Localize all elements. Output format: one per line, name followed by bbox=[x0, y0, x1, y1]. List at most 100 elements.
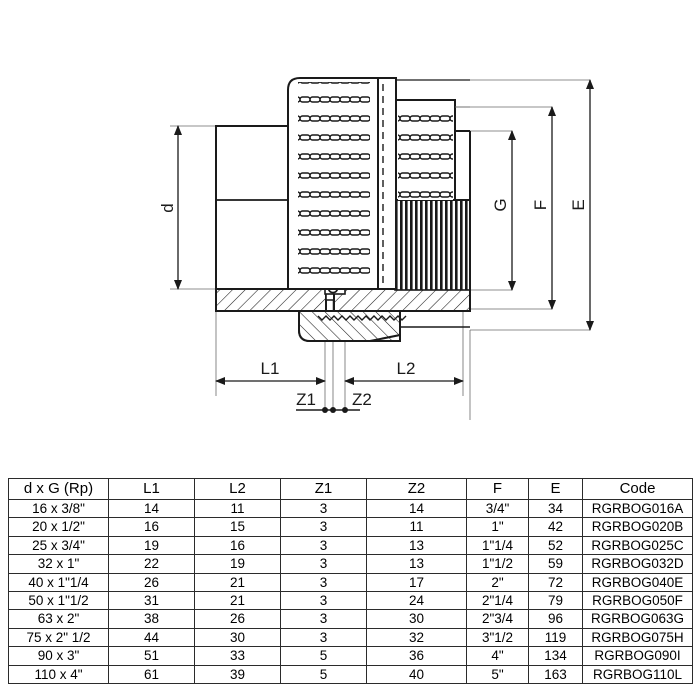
cell-dxg: 32 x 1" bbox=[8, 554, 109, 574]
dimension-label-d: d bbox=[158, 203, 177, 212]
cell-z1: 3 bbox=[280, 535, 367, 556]
cell-e: 79 bbox=[528, 591, 583, 611]
table-row: 25 x 3/4" 19 16 3 13 1"1/4 52 RGRBOG025C bbox=[8, 535, 693, 556]
table-row: 32 x 1" 22 19 3 13 1"1/2 59 RGRBOG032D bbox=[8, 554, 693, 574]
cell-dxg: 75 x 2" 1/2 bbox=[8, 627, 109, 648]
table-header-row: d x G (Rp) L1 L2 Z1 Z2 F E Code bbox=[8, 478, 693, 500]
specification-table-container: d x G (Rp) L1 L2 Z1 Z2 F E Code 16 x 3/8… bbox=[8, 478, 693, 685]
cell-e: 163 bbox=[528, 664, 583, 685]
cell-dxg: 40 x 1"1/4 bbox=[8, 572, 109, 593]
left-wall-section bbox=[215, 288, 327, 312]
cell-dxg: 25 x 3/4" bbox=[8, 535, 109, 556]
dimension-l1: L1 bbox=[215, 359, 326, 385]
cell-l1: 16 bbox=[108, 517, 195, 537]
cell-l2: 26 bbox=[194, 609, 281, 629]
cell-f: 2"1/4 bbox=[466, 591, 529, 611]
header-dxg: d x G (Rp) bbox=[8, 478, 109, 500]
cell-l1: 51 bbox=[108, 646, 195, 666]
header-l2: L2 bbox=[194, 478, 281, 500]
header-l1: L1 bbox=[108, 478, 195, 500]
cell-f: 5" bbox=[466, 664, 529, 685]
cell-z2: 11 bbox=[366, 517, 467, 537]
cell-code: RGRBOG040E bbox=[582, 572, 693, 593]
table-row: 40 x 1"1/4 26 21 3 17 2" 72 RGRBOG040E bbox=[8, 572, 693, 593]
cell-f: 4" bbox=[466, 646, 529, 666]
cell-l2: 21 bbox=[194, 591, 281, 611]
fitting-body bbox=[215, 77, 471, 342]
table-row: 75 x 2" 1/2 44 30 3 32 3"1/2 119 RGRBOG0… bbox=[8, 627, 693, 648]
dimension-label-l1: L1 bbox=[261, 359, 280, 378]
cell-f: 1"1/4 bbox=[466, 535, 529, 556]
cell-z2: 40 bbox=[366, 664, 467, 685]
table-row: 50 x 1"1/2 31 21 3 24 2"1/4 79 RGRBOG050… bbox=[8, 591, 693, 611]
cell-e: 96 bbox=[528, 609, 583, 629]
cell-z1: 5 bbox=[280, 664, 367, 685]
cell-l2: 21 bbox=[194, 572, 281, 593]
cell-z2: 32 bbox=[366, 627, 467, 648]
cell-code: RGRBOG050F bbox=[582, 591, 693, 611]
dimension-f: F bbox=[531, 106, 556, 310]
cell-e: 34 bbox=[528, 498, 583, 519]
dimension-z: Z1 Z2 bbox=[296, 390, 372, 413]
cell-f: 3/4" bbox=[466, 498, 529, 519]
cell-f: 2" bbox=[466, 572, 529, 593]
table-row: 90 x 3" 51 33 5 36 4" 134 RGRBOG090I bbox=[8, 646, 693, 666]
cell-e: 42 bbox=[528, 517, 583, 537]
cell-dxg: 20 x 1/2" bbox=[8, 517, 109, 537]
cell-l1: 19 bbox=[108, 535, 195, 556]
cell-l2: 33 bbox=[194, 646, 281, 666]
cell-code: RGRBOG016A bbox=[582, 498, 693, 519]
dimension-g: G bbox=[491, 130, 516, 291]
male-thread-region bbox=[394, 199, 471, 291]
cell-code: RGRBOG032D bbox=[582, 554, 693, 574]
dimension-label-z2: Z2 bbox=[352, 390, 372, 409]
cell-z1: 3 bbox=[280, 591, 367, 611]
cell-z2: 30 bbox=[366, 609, 467, 629]
table-row: 63 x 2" 38 26 3 30 2"3/4 96 RGRBOG063G bbox=[8, 609, 693, 629]
header-code: Code bbox=[582, 478, 693, 500]
dimension-d: d bbox=[158, 125, 182, 290]
table-row: 20 x 1/2" 16 15 3 11 1" 42 RGRBOG020B bbox=[8, 517, 693, 537]
cell-l1: 22 bbox=[108, 554, 195, 574]
cell-l1: 14 bbox=[108, 498, 195, 519]
cell-l2: 30 bbox=[194, 627, 281, 648]
cell-f: 3"1/2 bbox=[466, 627, 529, 648]
cell-l2: 15 bbox=[194, 517, 281, 537]
cell-code: RGRBOG090I bbox=[582, 646, 693, 666]
cell-z1: 3 bbox=[280, 609, 367, 629]
body-section bbox=[333, 288, 471, 312]
header-z2: Z2 bbox=[366, 478, 467, 500]
cell-dxg: 90 x 3" bbox=[8, 646, 109, 666]
header-e: E bbox=[528, 478, 583, 500]
dimension-label-g: G bbox=[491, 198, 510, 211]
header-z1: Z1 bbox=[280, 478, 367, 500]
dimension-label-l2: L2 bbox=[397, 359, 416, 378]
cell-z1: 5 bbox=[280, 646, 367, 666]
cell-code: RGRBOG110L bbox=[582, 664, 693, 685]
cell-l1: 38 bbox=[108, 609, 195, 629]
header-f: F bbox=[466, 478, 529, 500]
cell-code: RGRBOG063G bbox=[582, 609, 693, 629]
nut-ribs-right bbox=[398, 104, 453, 200]
cell-z2: 24 bbox=[366, 591, 467, 611]
cell-e: 59 bbox=[528, 554, 583, 574]
dimension-label-z1: Z1 bbox=[296, 390, 316, 409]
dimension-l2: L2 bbox=[344, 359, 464, 385]
cell-l1: 44 bbox=[108, 627, 195, 648]
cell-z1: 3 bbox=[280, 554, 367, 574]
thread-crest-lower bbox=[317, 315, 407, 321]
cell-l2: 11 bbox=[194, 498, 281, 519]
dimension-label-e: E bbox=[569, 199, 588, 210]
cell-e: 134 bbox=[528, 646, 583, 666]
cell-l2: 16 bbox=[194, 535, 281, 556]
cell-e: 119 bbox=[528, 627, 583, 648]
specification-table: d x G (Rp) L1 L2 Z1 Z2 F E Code 16 x 3/8… bbox=[8, 478, 693, 685]
cell-z2: 14 bbox=[366, 498, 467, 519]
cell-z2: 13 bbox=[366, 554, 467, 574]
cell-z1: 3 bbox=[280, 572, 367, 593]
nut-collar bbox=[377, 77, 397, 290]
cell-l1: 26 bbox=[108, 572, 195, 593]
cell-l2: 39 bbox=[194, 664, 281, 685]
cell-dxg: 16 x 3/8" bbox=[8, 498, 109, 519]
cell-z2: 17 bbox=[366, 572, 467, 593]
